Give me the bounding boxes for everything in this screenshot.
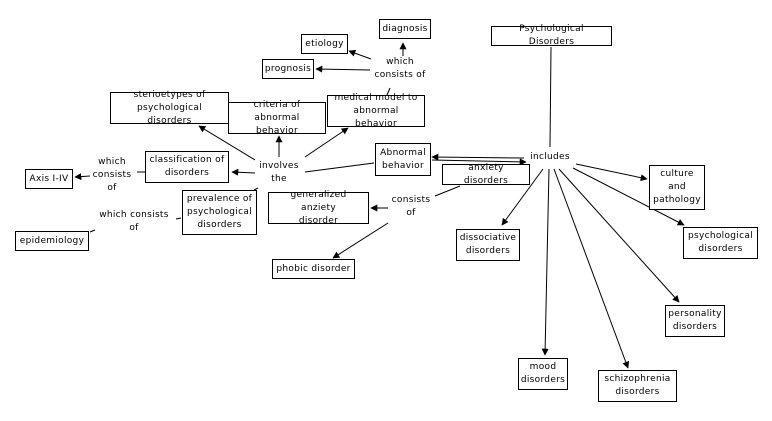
node-phobic-disorder[interactable]: phobic disorder — [272, 259, 355, 279]
node-label: medical model to abnormal behavior — [334, 92, 418, 129]
node-label: classification of disorders — [149, 155, 225, 178]
node-label: personality disorders — [668, 309, 722, 332]
node-psychological-disorders[interactable]: psychological disorders — [683, 227, 758, 259]
node-label: anxiety disorders — [463, 162, 509, 186]
node-anxiety-disorders[interactable]: anxiety disorders — [442, 162, 530, 186]
link-involves-the: involves the — [259, 161, 299, 184]
node-axis[interactable]: Axis I-IV — [25, 169, 73, 189]
node-label: Axis I-IV — [29, 173, 69, 184]
node-medical-model[interactable]: medical model to abnormal behavior — [327, 93, 425, 129]
edge-medical-which — [386, 87, 391, 96]
link-consists-of-anxiety: consists of — [391, 195, 431, 218]
node-label: generalized anziety disorder — [290, 189, 347, 226]
edge-which-epidemiology — [89, 229, 96, 233]
link-includes: includes — [530, 152, 570, 162]
edge-involves-prevalence — [253, 187, 259, 191]
edge-which-axis — [74, 173, 91, 181]
node-prevalence[interactable]: prevalence of psychological disorders — [182, 190, 257, 235]
node-etiology[interactable]: etiology — [301, 34, 348, 54]
node-label: culture and pathology — [653, 169, 701, 205]
node-psychological-disorders-root[interactable]: Psychological Disorders — [491, 24, 612, 47]
edge-involves-classification — [231, 168, 256, 176]
edge-includes-personality — [558, 168, 680, 303]
node-classification[interactable]: classification of disorders — [145, 151, 229, 183]
node-criteria[interactable]: criteria of abnormal behavior — [228, 100, 326, 136]
link-which-consists-of-medical: which consists of — [374, 57, 426, 80]
node-label: prevalence of psychological disorders — [186, 194, 253, 230]
edge-psych-includes — [549, 46, 552, 148]
edge-which-prognosis — [315, 65, 371, 73]
node-label: phobic disorder — [276, 263, 351, 274]
node-diagnosis[interactable]: diagnosis — [379, 19, 431, 39]
edge-includes-abnormal — [431, 153, 525, 161]
node-label: dissociative disorders — [459, 233, 517, 256]
node-label: epidemiology — [19, 235, 85, 246]
edge-includes-culture — [575, 163, 648, 182]
edge-which-etiology — [348, 49, 372, 60]
node-schizophrenia-disorders[interactable]: schizophrenia disorders — [598, 370, 677, 402]
link-which-consists-of-prevalence: which consists of — [99, 210, 169, 233]
node-generalized-anxiety-disorder[interactable]: generalized anziety disorder — [268, 190, 369, 226]
edge-abnormal-includes — [431, 158, 527, 166]
node-label: Abnormal behavior — [380, 147, 426, 171]
node-label: diagnosis — [382, 23, 428, 34]
node-label: schizophrenia disorders — [604, 374, 671, 397]
edge-prevalence-which — [175, 217, 182, 220]
node-stereotypes[interactable]: sterioetypes of psychological disorders — [110, 90, 229, 126]
node-label: Psychological Disorders — [519, 24, 584, 47]
edge-includes-schizophrenia — [553, 168, 630, 369]
edge-includes-psychological — [572, 167, 685, 226]
node-dissociative-disorders[interactable]: dissociative disorders — [456, 229, 520, 261]
edge-abnormal-involves — [304, 162, 375, 173]
link-which-consists-of-classification: which consists of — [92, 157, 132, 193]
edge-includes-mood — [541, 168, 550, 356]
node-label: sterioetypes of psychological disorders — [133, 89, 206, 126]
node-epidemiology[interactable]: epidemiology — [15, 231, 89, 251]
edge-consists-phobic — [332, 222, 389, 259]
node-prognosis[interactable]: prognosis — [262, 59, 314, 79]
edge-includes-dissociative — [501, 168, 544, 226]
edge-involves-stereotypes — [198, 125, 256, 161]
edge-anxiety-consists — [434, 185, 461, 197]
node-label: etiology — [305, 38, 344, 49]
node-personality-disorders[interactable]: personality disorders — [665, 305, 725, 337]
node-mood-disorders[interactable]: mood disorders — [518, 358, 568, 390]
node-label: psychological disorders — [688, 231, 753, 254]
edge-involves-medical — [304, 127, 349, 158]
node-abnormal-behavior[interactable]: Abnormal behavior — [375, 143, 431, 176]
node-label: mood disorders — [520, 362, 566, 385]
node-label: prognosis — [264, 63, 312, 74]
node-culture-and-pathology[interactable]: culture and pathology — [649, 165, 705, 210]
node-label: criteria of abnormal behavior — [253, 99, 301, 136]
